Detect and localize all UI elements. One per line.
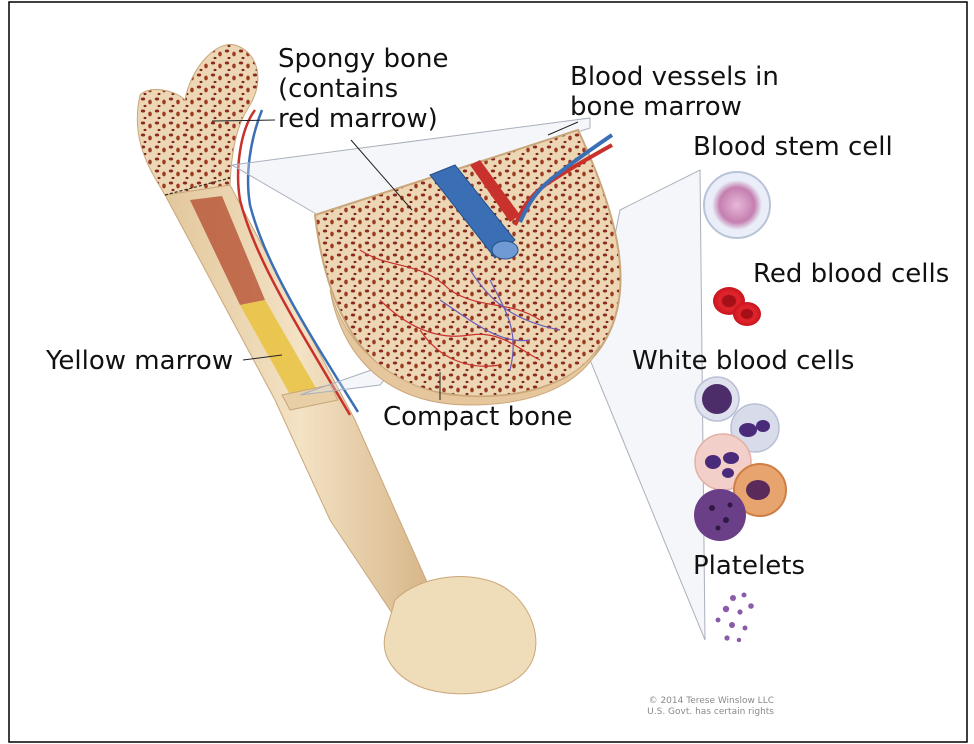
main-vein-opening (492, 241, 518, 259)
bone-distal-end (384, 577, 536, 694)
bone-head (137, 44, 258, 195)
red-blood-cells-graphic (713, 287, 761, 326)
label-blood-vessels-line2: bone marrow (570, 92, 779, 122)
label-yellow-marrow: Yellow marrow (46, 346, 233, 376)
label-blood-vessels-line1: Blood vessels in (570, 62, 779, 92)
copyright-notice: © 2014 Terese Winslow LLC U.S. Govt. has… (647, 696, 774, 718)
white-blood-cells-graphic (694, 377, 786, 541)
label-spongy-bone-line3: red marrow) (278, 104, 448, 134)
copyright-line1: © 2014 Terese Winslow LLC (647, 696, 774, 707)
label-platelets: Platelets (693, 551, 805, 581)
label-spongy-bone-line2: (contains (278, 74, 448, 104)
label-red-blood-cells: Red blood cells (753, 259, 949, 289)
platelets-graphic (716, 593, 754, 643)
label-compact-bone: Compact bone (383, 402, 572, 432)
label-white-blood-cells: White blood cells (632, 346, 854, 376)
label-spongy-bone: Spongy bone (contains red marrow) (278, 44, 448, 134)
label-spongy-bone-line1: Spongy bone (278, 44, 448, 74)
label-blood-stem-cell: Blood stem cell (693, 132, 893, 162)
copyright-line2: U.S. Govt. has certain rights (647, 707, 774, 718)
blood-stem-cell (704, 172, 770, 238)
label-blood-vessels: Blood vessels in bone marrow (570, 62, 779, 122)
